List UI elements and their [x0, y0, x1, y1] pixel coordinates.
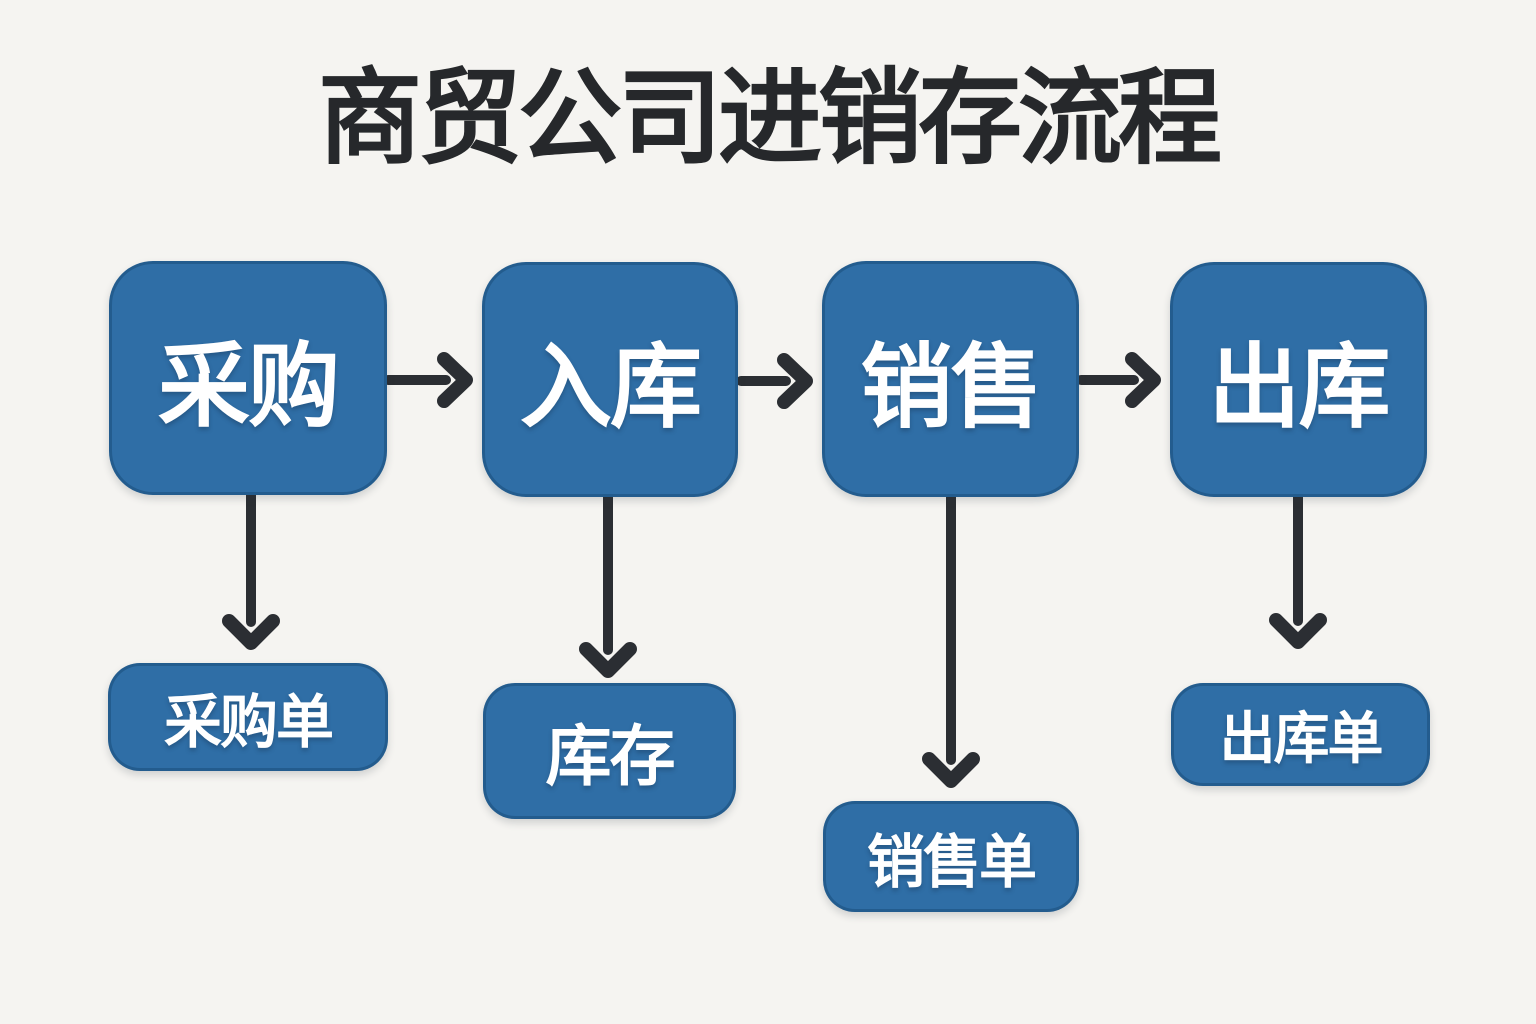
- flow-node-outbound-order: 出库单: [1171, 683, 1430, 786]
- arrow-outbound-to-outbound-order-icon: [1269, 489, 1327, 649]
- flow-node-sales: 销售: [822, 261, 1079, 497]
- arrow-sales-to-outbound-icon: [1076, 352, 1161, 408]
- flow-node-outbound-order-label: 出库单: [1219, 707, 1384, 770]
- flow-node-inventory: 库存: [483, 683, 736, 819]
- flow-node-inventory-label: 库存: [545, 719, 676, 793]
- flow-node-purchase-order-label: 采购单: [163, 690, 334, 755]
- arrow-purchase-to-inbound-icon: [383, 352, 473, 408]
- flow-node-sales-label: 销售: [860, 336, 1042, 439]
- flow-node-outbound-label: 出库: [1208, 337, 1390, 439]
- flow-node-inbound-label: 入库: [519, 337, 702, 439]
- flow-node-purchase: 采购: [109, 261, 387, 495]
- flow-node-purchase-label: 采购: [157, 335, 340, 438]
- arrow-inbound-to-inventory-icon: [579, 489, 637, 678]
- flow-node-sales-order-label: 销售单: [866, 829, 1037, 895]
- flow-node-inbound: 入库: [482, 262, 738, 497]
- arrow-inbound-to-sales-icon: [736, 353, 813, 409]
- flow-node-purchase-order: 采购单: [108, 663, 388, 771]
- arrow-sales-to-sales-order-icon: [922, 489, 980, 788]
- flow-node-outbound: 出库: [1170, 262, 1427, 497]
- arrow-purchase-to-purchase-order-icon: [222, 488, 280, 650]
- page-title: 商贸公司进销存流程: [317, 61, 1222, 177]
- flow-node-sales-order: 销售单: [823, 801, 1079, 912]
